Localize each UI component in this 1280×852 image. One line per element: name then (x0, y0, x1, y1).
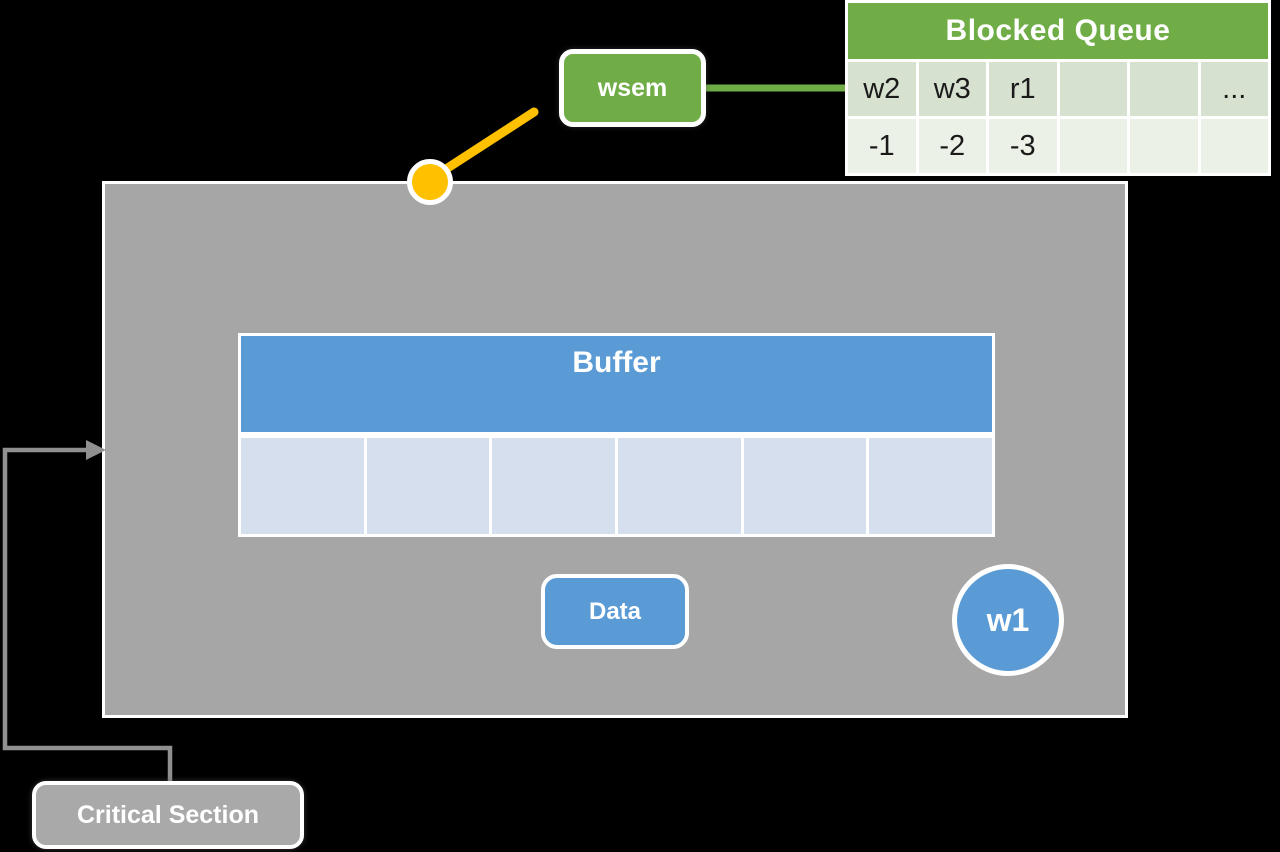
blocked-queue-process-row: w2 w3 r1 ... (848, 62, 1268, 116)
blocked-queue-cell (1059, 62, 1127, 116)
blocked-queue-cell (1130, 62, 1198, 116)
buffer-slots (241, 438, 992, 534)
blocked-queue-cell: -3 (989, 119, 1057, 173)
buffer-table: Buffer (238, 333, 995, 537)
blocked-queue-cell: w2 (848, 62, 916, 116)
semaphore-dot (407, 159, 453, 205)
buffer-title: Buffer (241, 336, 992, 432)
blocked-queue-cell (1200, 119, 1268, 173)
blocked-queue-cell: -2 (918, 119, 986, 173)
buffer-slot (241, 438, 364, 534)
dot-to-wsem-connector (438, 107, 539, 176)
blocked-queue-cell: -1 (848, 119, 916, 173)
buffer-slot (743, 438, 867, 534)
blocked-queue-cell-ellipsis: ... (1200, 62, 1268, 116)
buffer-slot (869, 438, 992, 534)
buffer-slot (492, 438, 615, 534)
wsem-semaphore-node: wsem (559, 49, 706, 127)
blocked-queue-cell: r1 (989, 62, 1057, 116)
data-node: Data (541, 574, 689, 649)
blocked-queue-value-row: -1 -2 -3 (848, 119, 1268, 173)
critical-section-label: Critical Section (32, 781, 304, 849)
blocked-queue-table: Blocked Queue w2 w3 r1 ... -1 -2 -3 (845, 0, 1271, 176)
blocked-queue-cell (1059, 119, 1127, 173)
blocked-queue-cell (1130, 119, 1198, 173)
writer-process-circle: w1 (952, 564, 1064, 676)
buffer-slot (366, 438, 490, 534)
blocked-queue-cell: w3 (918, 62, 986, 116)
buffer-slot (617, 438, 741, 534)
blocked-queue-title: Blocked Queue (848, 3, 1268, 59)
